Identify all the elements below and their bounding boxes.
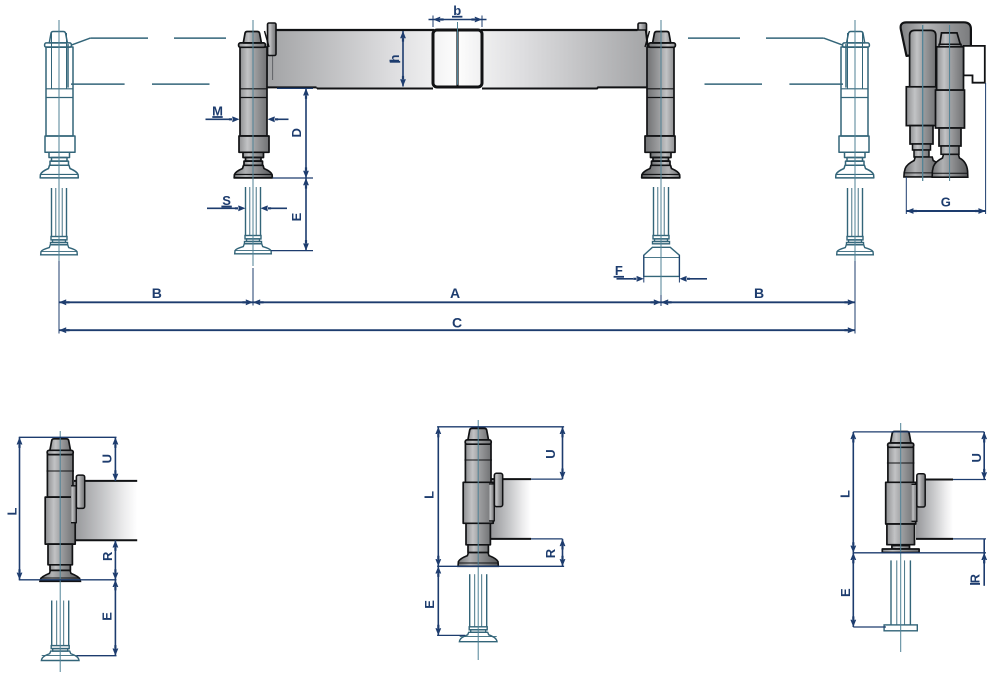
svg-text:E: E xyxy=(289,212,304,221)
svg-text:h: h xyxy=(387,54,402,62)
svg-text:E: E xyxy=(422,600,437,609)
svg-text:A: A xyxy=(450,285,460,301)
svg-text:E: E xyxy=(838,588,853,597)
svg-text:G: G xyxy=(941,195,951,210)
svg-text:S: S xyxy=(222,193,231,208)
svg-text:b: b xyxy=(453,3,461,18)
svg-text:U: U xyxy=(969,453,984,462)
svg-text:L: L xyxy=(838,490,853,498)
svg-text:B: B xyxy=(152,285,162,301)
svg-text:U: U xyxy=(543,449,558,458)
svg-text:R: R xyxy=(100,551,115,561)
svg-text:R: R xyxy=(968,573,983,583)
svg-text:L: L xyxy=(5,507,20,515)
svg-text:F: F xyxy=(615,263,623,278)
svg-text:D: D xyxy=(289,128,304,137)
svg-text:L: L xyxy=(422,491,437,499)
svg-text:M: M xyxy=(212,103,223,118)
svg-text:U: U xyxy=(100,454,115,463)
svg-text:R: R xyxy=(543,548,558,558)
svg-text:E: E xyxy=(100,612,115,621)
svg-text:C: C xyxy=(452,315,462,331)
svg-text:B: B xyxy=(754,285,764,301)
